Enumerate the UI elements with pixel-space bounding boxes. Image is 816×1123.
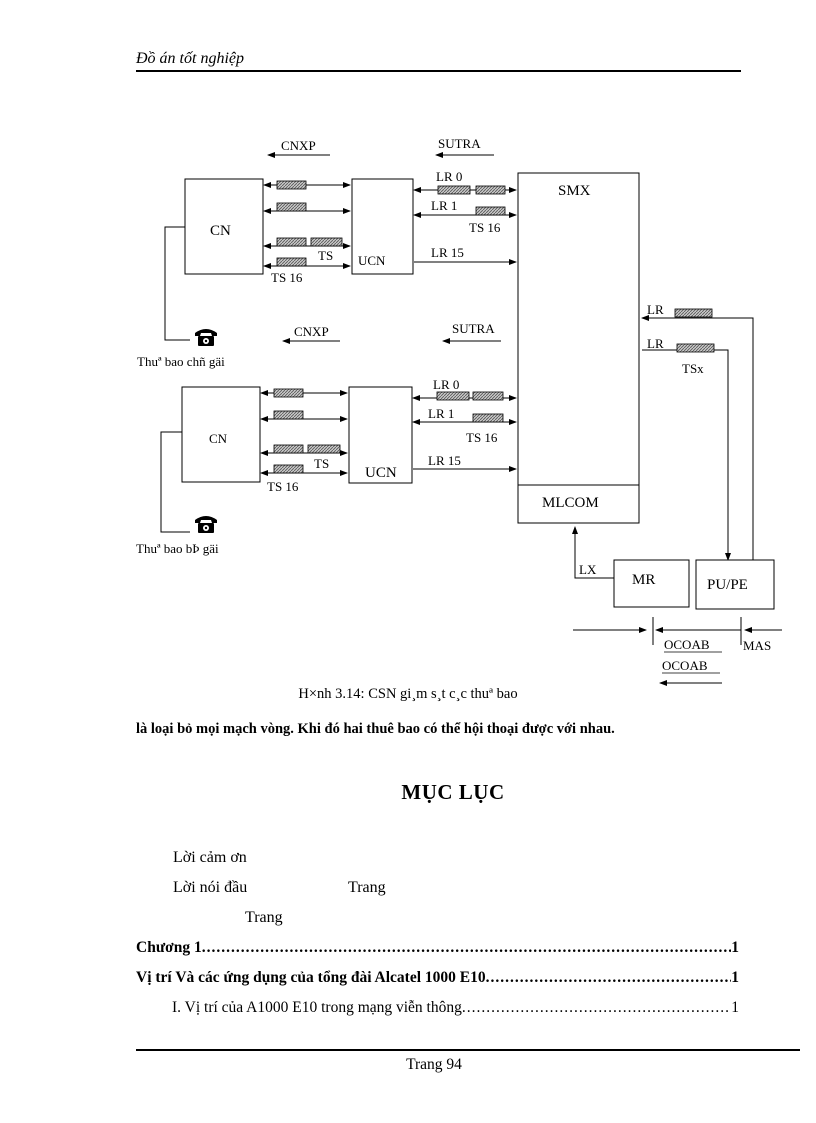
ucn-box-bottom (348, 386, 413, 484)
lx-label: LX (579, 562, 597, 577)
footer-label: Trang (406, 1056, 443, 1073)
cnxp-label-bottom: CNXP (294, 324, 329, 339)
lr15-label-top: LR 15 (431, 245, 464, 260)
lx-line (572, 526, 614, 579)
toc-leader-dots (462, 999, 731, 1017)
lr-line-1 (641, 315, 754, 560)
smx-box (517, 172, 640, 524)
cn-label-bottom: CN (209, 431, 228, 446)
body-paragraph: là loại bỏ mọi mạch vòng. Khi đó hai thu… (136, 721, 615, 737)
header-rule (136, 70, 741, 72)
ocoab-label-1: OCOAB (664, 637, 710, 652)
ts16-label-top-right: TS 16 (469, 220, 501, 235)
lr-line-2 (642, 349, 731, 561)
toc-entry-chapter1-label: Chương 1 (136, 939, 202, 956)
toc-entry-thanks[interactable]: Lời cảm ơn (173, 849, 247, 866)
page-header-title: Đồ án tốt nghiệp (136, 50, 244, 67)
telephone-icon-called (195, 516, 217, 533)
ucn-label-top: UCN (358, 253, 386, 268)
figure-caption: H×nh 3.14: CSN gi¸m s¸t c¸c thuª bao (298, 686, 518, 702)
ts-label-bottom: TS (314, 456, 329, 471)
pupe-label: PU/PE (707, 577, 748, 593)
toc-leader-dots (202, 939, 732, 957)
lr1-label-top: LR 1 (431, 198, 457, 213)
toc-title: MỤC LỤC (401, 780, 505, 804)
toc-entry-preface[interactable]: Lời nói đầu (173, 879, 248, 896)
sutra-label-top: SUTRA (438, 136, 481, 151)
footer-rule (136, 1049, 800, 1051)
lr15-label-bottom: LR 15 (428, 453, 461, 468)
subscriber-monitoring-diagram: CNXP SUTRA CN UCN LR 0 LR 1 TS 16 LR 15 … (136, 136, 782, 686)
ucn-label-bottom: UCN (365, 465, 397, 481)
cn-box-bottom (181, 386, 261, 483)
ts16-label-bottom-left: TS 16 (267, 479, 299, 494)
lr0-label-top: LR 0 (436, 169, 462, 184)
toc-leader-dots (486, 969, 732, 987)
toc-entry-subsection-page: 1 (731, 999, 739, 1016)
sutra-label-bottom: SUTRA (452, 321, 495, 336)
called-subscriber-label: Thuª bao bÞ gäi (136, 541, 219, 556)
toc-entry-subsection-label: I. Vị trí của A1000 E10 trong mạng viễn … (172, 999, 462, 1016)
toc-entry-chapter1[interactable]: Chương 1 1 (136, 939, 739, 957)
lr1-label-bottom: LR 1 (428, 406, 454, 421)
page-footer: Trang 94 (0, 1056, 816, 1074)
ts16-label-top-left: TS 16 (271, 270, 303, 285)
cn-box-top (184, 178, 264, 275)
toc-entry-section-label: Vị trí Và các ứng dụng của tổng đài Alca… (136, 969, 486, 986)
toc-trang-inline: Trang (348, 879, 386, 896)
cn-label-top: CN (210, 223, 231, 239)
mlcom-label: MLCOM (542, 495, 599, 511)
mr-label: MR (632, 572, 655, 588)
ts-label-top: TS (318, 248, 333, 263)
footer-page-number: 94 (446, 1056, 462, 1073)
lr-label-2: LR (647, 336, 664, 351)
toc-entry-section[interactable]: Vị trí Và các ứng dụng của tổng đài Alca… (136, 969, 739, 987)
toc-entry-chapter1-page: 1 (731, 939, 739, 956)
lr-label-1: LR (647, 302, 664, 317)
tsx-label: TSx (682, 361, 704, 376)
telephone-icon-calling (195, 329, 217, 346)
toc-trang-line: Trang (245, 909, 283, 926)
ucn-box-top (351, 178, 414, 275)
toc-entry-subsection[interactable]: I. Vị trí của A1000 E10 trong mạng viễn … (172, 999, 739, 1017)
mr-box (613, 559, 690, 608)
ocoab-label-2: OCOAB (662, 658, 708, 673)
toc-entry-section-page: 1 (731, 969, 739, 986)
mas-label: MAS (743, 638, 771, 653)
lr0-label-bottom: LR 0 (433, 377, 459, 392)
smx-label: SMX (558, 183, 591, 199)
calling-subscriber-label: Thuª bao chñ gäi (137, 354, 225, 369)
ts16-label-bottom-right: TS 16 (466, 430, 498, 445)
cnxp-label-top: CNXP (281, 138, 316, 153)
pupe-box (695, 559, 775, 610)
